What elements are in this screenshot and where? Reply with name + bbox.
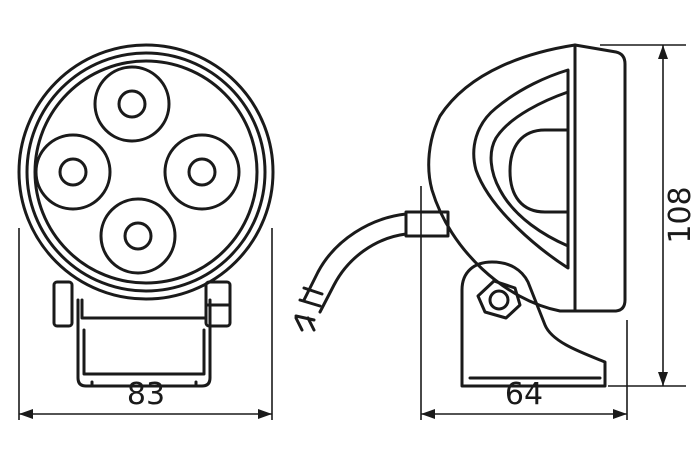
cable-wires bbox=[294, 316, 316, 332]
cable bbox=[302, 212, 408, 302]
side-lens-window bbox=[508, 128, 570, 214]
front-bracket bbox=[76, 298, 212, 388]
dimension-depth: 64 bbox=[421, 377, 627, 419]
front-lens-ring bbox=[33, 59, 259, 285]
dimension-height: 108 bbox=[658, 45, 693, 386]
cable-gland bbox=[404, 210, 450, 238]
front-left-lug bbox=[52, 280, 74, 328]
led-right bbox=[163, 133, 241, 211]
side-housing bbox=[427, 43, 627, 313]
led-top bbox=[93, 65, 171, 143]
width-label: 83 bbox=[127, 377, 165, 412]
side-inner-frame bbox=[472, 68, 570, 270]
depth-label: 64 bbox=[505, 377, 543, 412]
side-mount-foot bbox=[460, 260, 607, 388]
mount-bolt bbox=[476, 279, 522, 320]
front-inner-ring bbox=[25, 51, 267, 293]
side-view bbox=[294, 43, 686, 420]
dimension-width: 83 bbox=[19, 377, 272, 419]
led-left bbox=[34, 133, 112, 211]
led-bottom bbox=[99, 197, 177, 275]
front-outer-ring bbox=[17, 43, 275, 301]
height-label: 108 bbox=[663, 186, 693, 243]
front-view bbox=[17, 43, 275, 420]
